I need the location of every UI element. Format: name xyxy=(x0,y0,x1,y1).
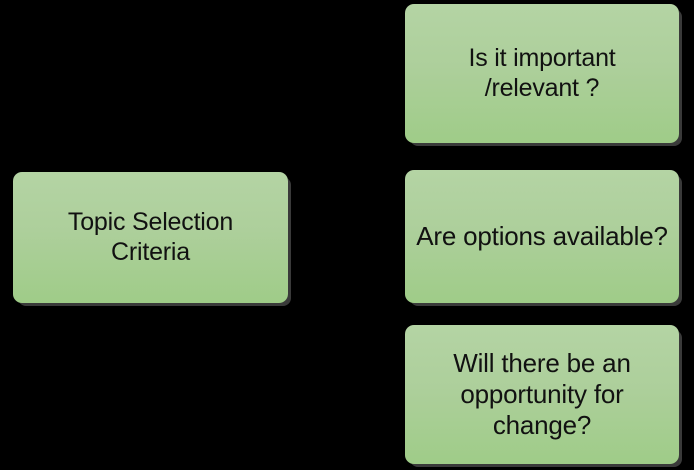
diagram-node-options-available[interactable]: Are options available? xyxy=(405,170,679,303)
diagram-node-opportunity-for-change[interactable]: Will there be an opportunity for change? xyxy=(405,325,679,464)
diagram-node-label: Topic Selection Criteria xyxy=(67,208,234,266)
diagram-node-label: Is it important /relevant ? xyxy=(468,44,616,102)
diagram-node-topic-selection-criteria[interactable]: Topic Selection Criteria xyxy=(13,172,288,303)
diagram-node-label: Are options available? xyxy=(416,221,668,252)
diagram-node-important-relevant[interactable]: Is it important /relevant ? xyxy=(405,4,679,143)
diagram-node-label: Will there be an opportunity for change? xyxy=(453,348,631,440)
